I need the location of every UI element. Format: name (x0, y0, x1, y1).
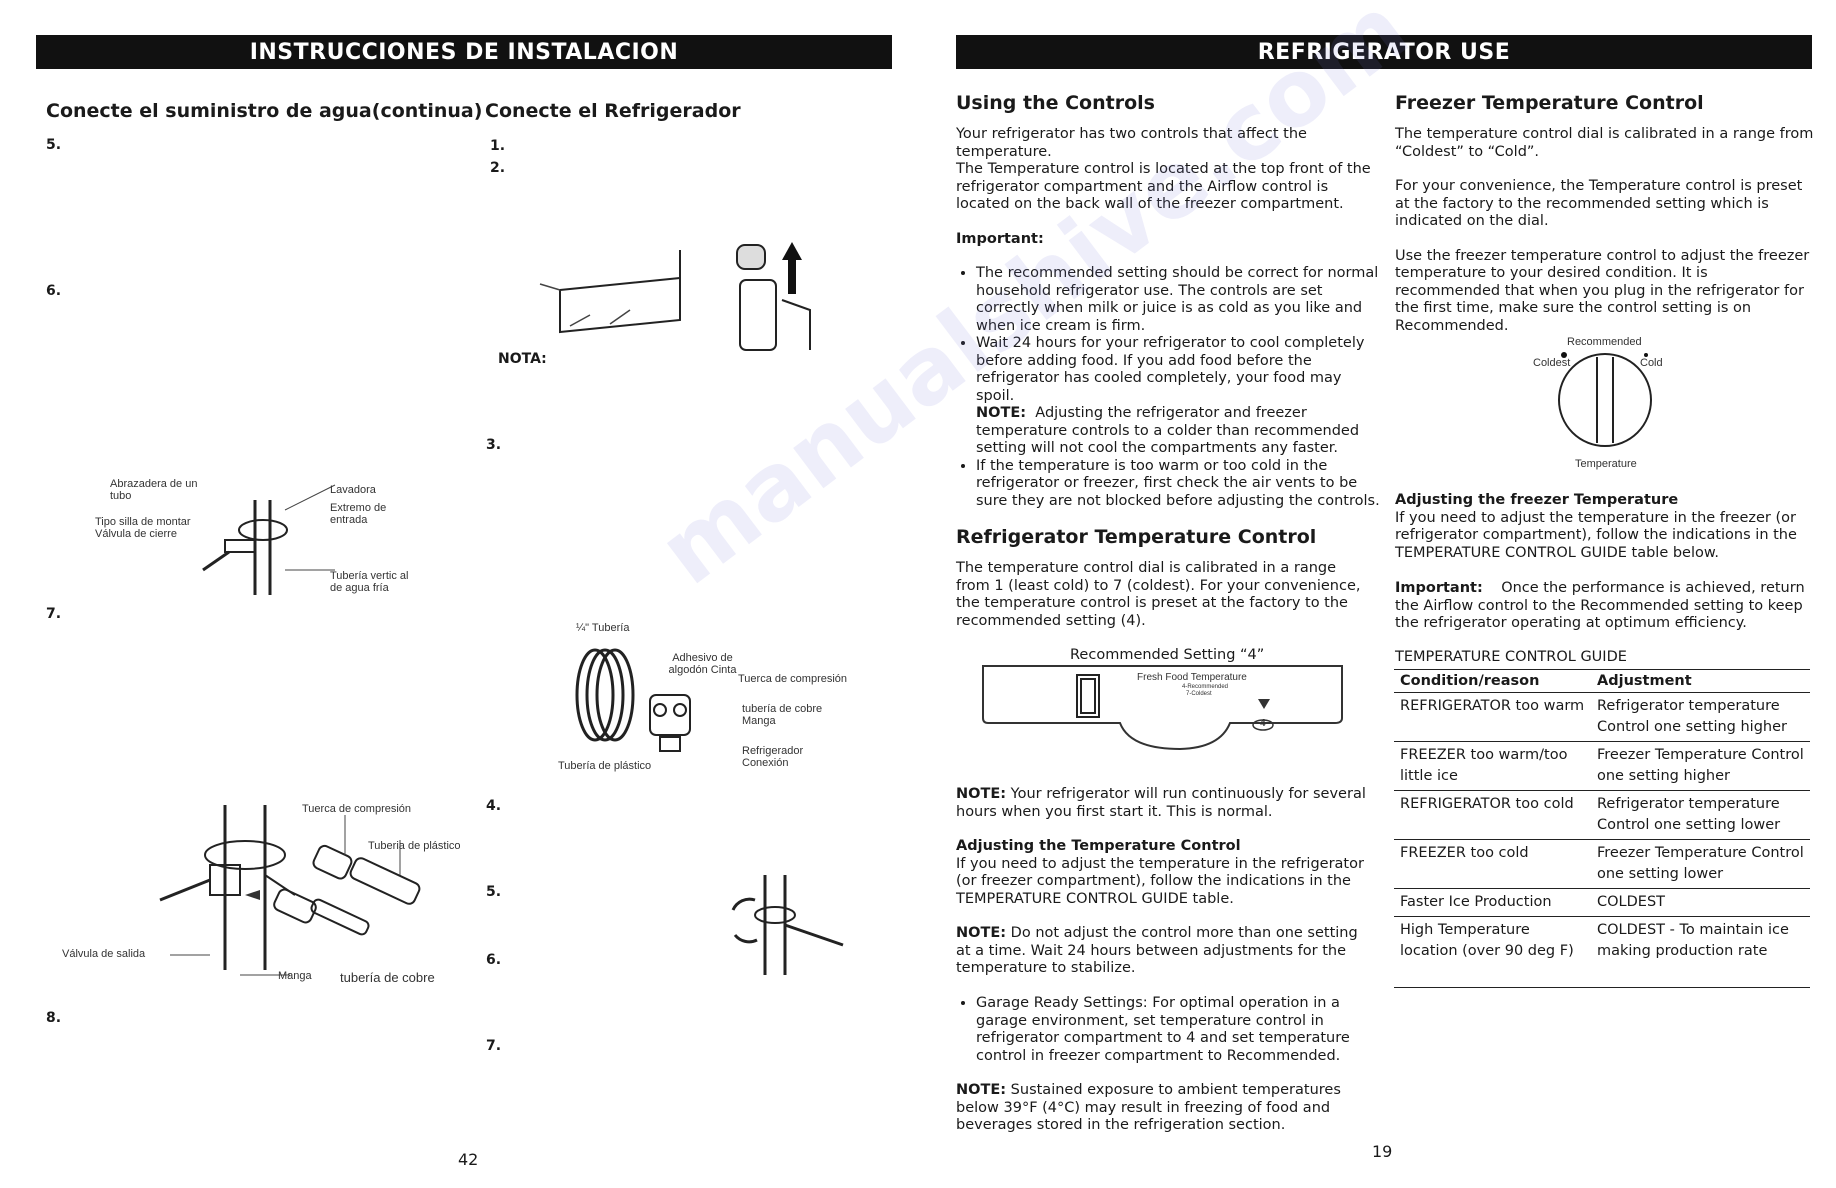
freezer-dial (1558, 352, 1652, 447)
guide-header: Condition/reason (1394, 669, 1591, 693)
col2-step: 7. (486, 1038, 502, 1054)
guide-header: Adjustment (1591, 669, 1810, 693)
nota-label: NOTA: (498, 351, 547, 367)
using-controls-body: Your refrigerator has two controls that … (956, 126, 1381, 510)
label-plastic: Tubería de plástico (558, 760, 652, 772)
col2-heading: Conecte el Refrigerador (485, 100, 741, 122)
freezer-important: Important: Once the performance is achie… (1395, 580, 1805, 631)
fridge-control-text: The temperature control dial is calibrat… (956, 560, 1361, 629)
panel-sub2: 7-Coldest (1186, 691, 1212, 697)
fridge-dial-panel (982, 665, 1343, 751)
col1-step: 6. (46, 283, 62, 299)
col2-step: 6. (486, 952, 502, 968)
label-outlet-copper: tubería de cobre (340, 970, 435, 985)
label-tube: ¼" Tubería (576, 622, 630, 634)
col1-heading: Conecte el suministro de agua(continua) (46, 100, 483, 122)
right-banner: REFRIGERATOR USE (956, 35, 1812, 69)
label-washer: Lavadora (330, 484, 376, 496)
left-page-number: 42 (458, 1150, 479, 1169)
col2-step: 2. (490, 160, 506, 176)
bracket-figure (539, 242, 811, 351)
using-controls-heading: Using the Controls (956, 92, 1155, 114)
left-banner: INSTRUCCIONES DE INSTALACION (36, 35, 892, 69)
coil-figure (575, 648, 691, 752)
label-nut: Tuerca de compresión (738, 673, 848, 685)
col2-step: 3. (486, 437, 502, 453)
freezer-control-heading: Freezer Temperature Control (1395, 92, 1704, 114)
label-inlet: Extremo de entrada (330, 502, 387, 526)
dial-cold: Cold (1640, 357, 1663, 369)
col2-step: 4. (486, 798, 502, 814)
dial-temperature: Temperature (1575, 458, 1637, 470)
panel-label: Fresh Food Temperature (1137, 672, 1247, 683)
label-outlet-nut: Tuerca de compresión (302, 803, 412, 815)
valve-turn-figure (731, 875, 844, 975)
recommended-caption: Recommended Setting “4” (1070, 647, 1265, 663)
panel-sub1: 4-Recommended (1182, 684, 1229, 690)
col1-step: 7. (46, 606, 62, 622)
note-ambient: NOTE: Sustained exposure to ambient temp… (956, 1082, 1341, 1133)
valve-figure (202, 484, 336, 595)
outlet-figure (159, 805, 421, 976)
label-fridge: Refrigerador Conexión (742, 745, 804, 769)
adjust-temperature: Adjusting the Temperature Control If you… (956, 838, 1364, 907)
right-page-number: 19 (1372, 1142, 1393, 1161)
fridge-control-heading: Refrigerator Temperature Control (956, 526, 1317, 548)
dial-value: 4 (1260, 718, 1266, 729)
label-tape: Adhesivo de algodón Cinta (668, 652, 737, 676)
col2-step: 5. (486, 884, 502, 900)
col2-step: 1. (490, 138, 506, 154)
note-one-setting: NOTE: Do not adjust the control more tha… (956, 925, 1358, 976)
label-pipe: Tubería vertic al de agua fría (330, 570, 409, 594)
label-outlet-sleeve: Manga (278, 970, 312, 982)
freezer-control-body: The temperature control dial is calibrat… (1395, 126, 1814, 334)
adjust-freezer: Adjusting the freezer Temperature If you… (1395, 492, 1797, 561)
dial-coldest: Coldest (1533, 357, 1571, 369)
col1-step: 8. (46, 1010, 62, 1026)
col1-step: 5. (46, 137, 62, 153)
label-saddle: Tipo silla de montar Válvula de cierre (95, 516, 191, 540)
guide-table: Condition/reason Adjustment REFRIGERATOR… (1394, 669, 1810, 988)
dial-recommended: Recommended (1567, 336, 1642, 348)
note-continuous: NOTE: Your refrigerator will run continu… (956, 786, 1366, 820)
label-clamp: Abrazadera de un tubo (110, 478, 198, 502)
garage-ready: Garage Ready Settings: For optimal opera… (956, 995, 1374, 1065)
label-copper: tubería de cobre Manga (742, 703, 823, 727)
guide-header-row: Condition/reason Adjustment (1394, 669, 1810, 693)
label-outlet-plastic: Tuberia de plástico (368, 840, 461, 852)
guide-title: TEMPERATURE CONTROL GUIDE (1395, 649, 1627, 665)
label-outlet-valve: Válvula de salida (62, 948, 146, 960)
table-row: High Temperature location (over 90 deg F… (1394, 916, 1810, 988)
